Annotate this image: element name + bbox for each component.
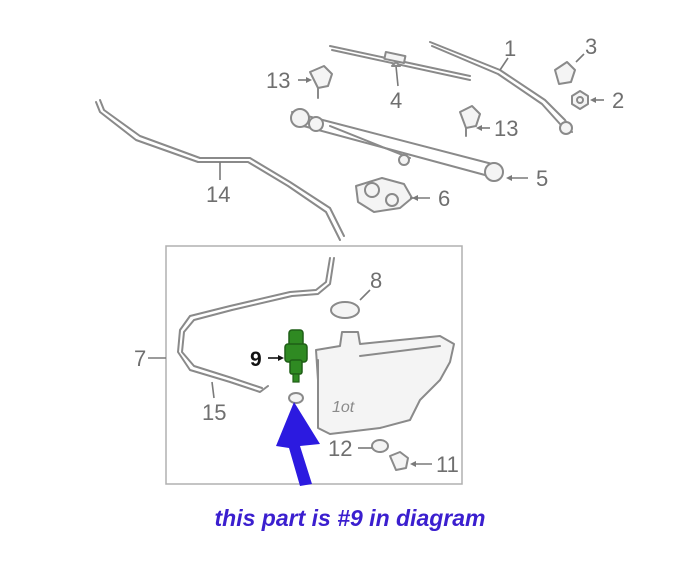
part-number-9: 9 — [250, 348, 262, 371]
wiper-motor — [355, 177, 430, 213]
caption: this part is #9 in diagram — [214, 505, 486, 531]
washer-hose-lower — [177, 257, 335, 399]
part-number-13-lower: 13 — [494, 116, 518, 141]
reservoir-cap — [330, 289, 371, 319]
washer-pump-highlighted — [284, 329, 308, 383]
arm-nut — [571, 90, 604, 110]
wiper-blade — [329, 45, 471, 87]
seal — [358, 439, 389, 453]
reservoir-marking: 1ot — [332, 399, 355, 416]
part-number-1: 1 — [504, 36, 516, 61]
part-number-11: 11 — [436, 452, 459, 477]
part-number-13-upper: 13 — [266, 68, 290, 93]
reservoir-group-frame — [165, 245, 463, 485]
part-number-5: 5 — [536, 166, 548, 191]
washer-reservoir — [315, 331, 455, 435]
pump-grommet — [288, 392, 304, 404]
part-number-2: 2 — [612, 88, 624, 113]
part-number-8: 8 — [370, 268, 382, 293]
part-number-6: 6 — [438, 186, 450, 211]
level-sensor — [389, 451, 432, 471]
washer-nozzle-upper — [298, 65, 333, 99]
part-number-14: 14 — [206, 182, 230, 207]
arm-cap — [554, 53, 585, 85]
part-number-15: 15 — [202, 400, 226, 425]
part-number-7: 7 — [134, 346, 146, 371]
part-number-12: 12 — [328, 436, 352, 461]
part-number-4: 4 — [390, 88, 402, 113]
wiper-linkage — [290, 108, 528, 182]
washer-nozzle-lower — [459, 105, 490, 137]
annotation-arrow — [276, 402, 320, 486]
part-number-3: 3 — [585, 34, 597, 59]
washer-hose-upper — [95, 99, 345, 241]
wiper-arm — [429, 41, 573, 135]
